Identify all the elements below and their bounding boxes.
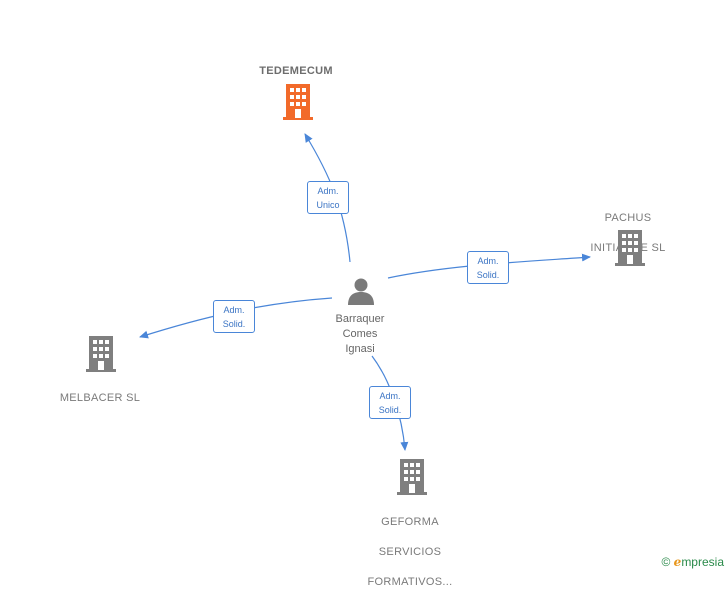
tedemecum-line-1: TEDEMECUM [259, 65, 333, 77]
edge-tedemecum-line-1: Adm. [317, 186, 339, 196]
brand-logo: © empresia [661, 555, 724, 569]
edge-label-pachus[interactable]: Adm. Solid. [467, 251, 509, 284]
edge-pachus-line-2: Solid. [476, 270, 500, 280]
center-person-name[interactable]: Barraquer Comes Ignasi [318, 312, 402, 357]
building-icon[interactable] [396, 459, 428, 495]
melbacer-line-1: MELBACER SL [59, 392, 141, 404]
center-name-line-1: Barraquer [335, 313, 385, 325]
building-icon[interactable] [85, 336, 117, 372]
edge-label-geforma[interactable]: Adm. Solid. [369, 386, 411, 419]
copyright-icon: © [661, 555, 671, 569]
geforma-line-1: GEFORMA [381, 516, 439, 528]
center-name-line-2: Comes [342, 328, 378, 340]
brand-logo-text: mpresia [681, 555, 724, 569]
edge-geforma-line-1: Adm. [379, 391, 401, 401]
edge-pachus-line-1: Adm. [477, 256, 499, 266]
brand-logo-e: e [673, 555, 682, 569]
geforma-line-3: FORMATIVOS... [367, 576, 453, 588]
geforma-line-2: SERVICIOS [378, 546, 442, 558]
center-name-line-3: Ignasi [345, 343, 375, 355]
building-icon[interactable] [282, 84, 314, 120]
edge-geforma-line-2: Solid. [378, 405, 402, 415]
edge-tedemecum-line-2: Unico [316, 200, 340, 210]
edge-label-tedemecum[interactable]: Adm. Unico [307, 181, 349, 214]
person-icon[interactable] [346, 276, 376, 306]
node-label-geforma[interactable]: GEFORMA SERVICIOS FORMATIVOS... [350, 500, 470, 605]
pachus-line-1: PACHUS [604, 212, 652, 224]
edge-label-melbacer[interactable]: Adm. Solid. [213, 300, 255, 333]
node-label-melbacer[interactable]: MELBACER SL [40, 376, 160, 421]
building-icon[interactable] [614, 230, 646, 266]
edge-melbacer-line-1: Adm. [223, 305, 245, 315]
edge-melbacer-line-2: Solid. [222, 319, 246, 329]
